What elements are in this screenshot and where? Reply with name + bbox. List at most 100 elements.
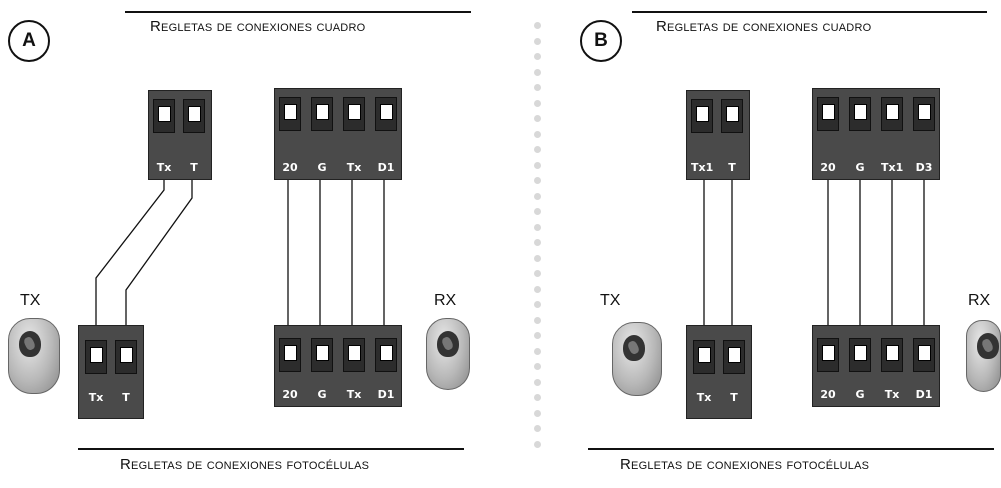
terminal-screw	[913, 338, 935, 372]
terminal-screw	[279, 338, 301, 372]
terminal-screw	[693, 340, 715, 374]
divider-dot	[534, 285, 541, 293]
top-rule	[632, 11, 987, 13]
photocell-rx-device	[426, 318, 470, 390]
divider-dot	[534, 68, 541, 76]
terminal-label: 20	[820, 161, 836, 174]
terminal-label: 20	[282, 388, 298, 401]
divider-dot	[534, 440, 541, 448]
panel-b-wires	[703, 124, 925, 350]
divider-dot	[534, 115, 541, 122]
terminal-screw	[311, 97, 333, 131]
terminal-screw	[691, 99, 713, 133]
terminal-label: D1	[377, 161, 395, 174]
photocell-rx-device	[966, 320, 1001, 392]
terminal-screw	[85, 340, 107, 374]
divider-dot	[534, 99, 541, 107]
divider-dot	[534, 22, 541, 29]
terminal-screw	[153, 99, 175, 133]
divider-dot	[534, 332, 541, 339]
terminal-label: Tx	[696, 391, 712, 404]
terminal-label: D3	[915, 161, 933, 174]
panel-a: A Regletas de conexiones cuadro Tx T 20 …	[0, 0, 500, 488]
terminal-screw	[913, 97, 935, 131]
divider-dot	[534, 161, 541, 169]
terminal-screw	[881, 338, 903, 372]
terminal-label: Tx	[156, 161, 172, 174]
divider-dot	[534, 146, 541, 153]
divider-dot	[534, 192, 541, 200]
terminal-screw	[183, 99, 205, 133]
terminal-screw	[881, 97, 903, 131]
terminal-screw	[817, 97, 839, 131]
divider-dot	[534, 409, 541, 417]
divider-dot	[534, 301, 541, 308]
terminal-screw	[343, 97, 365, 131]
panel-a-bottom-title: Regletas de conexiones fotocélulas	[120, 456, 370, 473]
panel-a-wires	[95, 124, 385, 350]
divider-dot	[534, 425, 541, 432]
photocell-terminal-small: Tx T	[78, 325, 144, 419]
control-terminal-large: 20 G Tx D1	[274, 88, 402, 180]
panel-b-bottom-title: Regletas de conexiones fotocélulas	[620, 456, 870, 473]
divider-dot	[534, 53, 541, 60]
panel-a-badge: A	[8, 20, 50, 62]
divider-dot	[534, 347, 541, 355]
bottom-rule	[78, 448, 464, 450]
photocell-tx-device	[8, 318, 60, 394]
terminal-screw	[723, 340, 745, 374]
terminal-label: D1	[377, 388, 395, 401]
terminal-label: T	[190, 161, 198, 174]
terminal-screw	[343, 338, 365, 372]
terminal-screw	[279, 97, 301, 131]
photocell-tx-device	[612, 322, 662, 396]
photocell-terminal-large: 20 G Tx D1	[274, 325, 402, 407]
panel-a-top-title: Regletas de conexiones cuadro	[150, 18, 366, 35]
terminal-screw	[817, 338, 839, 372]
terminal-label: T	[122, 391, 130, 404]
tx-label: TX	[600, 292, 621, 309]
terminal-label: D1	[915, 388, 933, 401]
control-terminal-small: Tx T	[148, 90, 212, 180]
terminal-screw	[375, 338, 397, 372]
terminal-screw	[721, 99, 743, 133]
terminal-label: 20	[820, 388, 836, 401]
terminal-screw	[115, 340, 137, 374]
divider-dot	[534, 84, 541, 91]
terminal-label: Tx	[884, 388, 900, 401]
terminal-screw	[375, 97, 397, 131]
terminal-screw	[849, 338, 871, 372]
terminal-label: Tx1	[691, 161, 714, 174]
divider-dot	[534, 130, 541, 138]
divider-dot	[534, 316, 541, 324]
divider-dot	[534, 239, 541, 246]
control-terminal-large: 20 G Tx1 D3	[812, 88, 940, 180]
divider-dot	[534, 37, 541, 45]
tx-label: TX	[20, 292, 41, 309]
terminal-label: Tx	[346, 388, 362, 401]
divider-dot	[534, 270, 541, 277]
panel-b-top-title: Regletas de conexiones cuadro	[656, 18, 872, 35]
divider-dot	[534, 378, 541, 386]
panel-b-badge: B	[580, 20, 622, 62]
bottom-rule	[588, 448, 994, 450]
terminal-label: G	[855, 161, 865, 174]
control-terminal-small: Tx1 T	[686, 90, 750, 180]
panel-b: B Regletas de conexiones cuadro Tx1 T 20…	[520, 0, 1001, 488]
rx-label: RX	[434, 292, 457, 309]
divider-dot	[534, 208, 541, 215]
terminal-label: Tx1	[881, 161, 904, 174]
photocell-terminal-large: 20 G Tx D1	[812, 325, 940, 407]
terminal-label: G	[317, 161, 327, 174]
divider-dot	[534, 254, 541, 262]
divider-dot	[534, 223, 541, 231]
terminal-label: T	[730, 391, 738, 404]
terminal-screw	[311, 338, 333, 372]
terminal-label: T	[728, 161, 736, 174]
top-rule	[125, 11, 471, 13]
photocell-terminal-small: Tx T	[686, 325, 752, 419]
panel-divider	[534, 22, 542, 456]
divider-dot	[534, 363, 541, 370]
divider-dot	[534, 177, 541, 184]
terminal-label: Tx	[88, 391, 104, 404]
